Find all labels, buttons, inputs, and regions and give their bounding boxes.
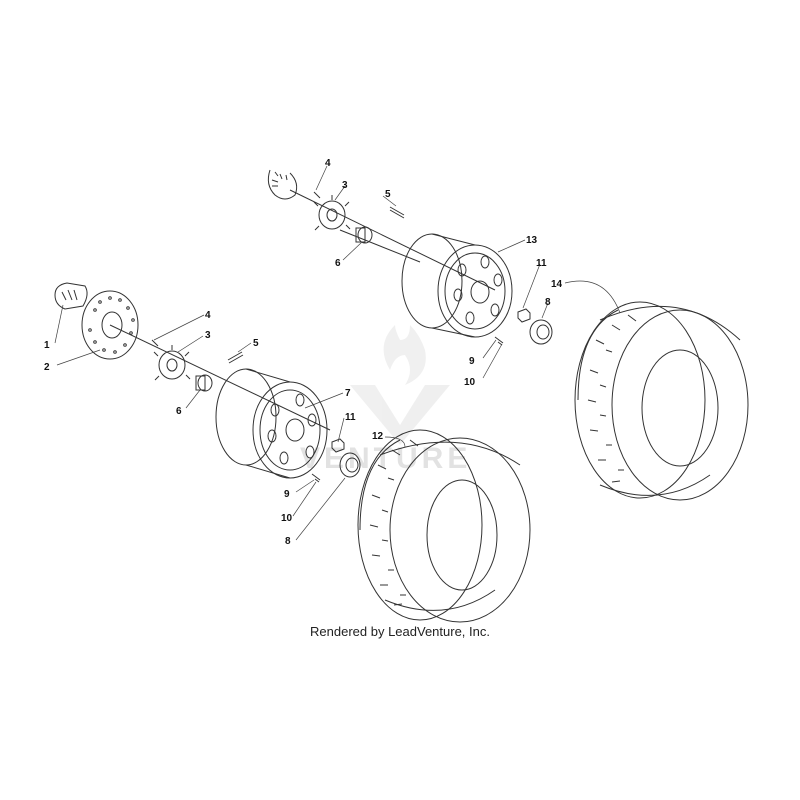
render-credit: Rendered by LeadVenture, Inc. xyxy=(310,624,490,639)
callout-10-lower: 10 xyxy=(281,513,293,524)
castle-nut-upper xyxy=(355,226,373,244)
stud-lower xyxy=(151,339,159,347)
callout-8-upper: 8 xyxy=(545,297,551,308)
brake-disc xyxy=(81,290,139,360)
lug-nut-lower xyxy=(331,438,345,453)
callout-11-lower: 11 xyxy=(345,412,356,423)
callout-7: 7 xyxy=(345,388,351,399)
lug-nut-upper xyxy=(517,308,531,323)
hub-lower xyxy=(153,345,191,381)
axle-line-upper xyxy=(289,189,496,291)
tire-14 xyxy=(574,301,749,501)
callout-12: 12 xyxy=(372,431,384,442)
callout-6-upper: 6 xyxy=(335,258,341,269)
watermark-logo xyxy=(350,325,450,445)
callout-9-lower: 9 xyxy=(284,489,290,500)
castle-nut-lower xyxy=(195,374,213,392)
tire-12 xyxy=(357,429,531,623)
callout-2: 2 xyxy=(44,362,50,373)
hub-cap-upper xyxy=(529,319,553,345)
callout-11-upper: 11 xyxy=(536,258,547,269)
cotter-pin-lower xyxy=(227,351,244,364)
callout-10-upper: 10 xyxy=(464,377,476,388)
valve-stem-lower xyxy=(311,473,321,483)
callout-14: 14 xyxy=(551,279,563,290)
cotter-pin-upper xyxy=(389,206,405,219)
brake-caliper xyxy=(54,282,88,310)
wheel-rim-lower xyxy=(215,368,328,479)
callout-13: 13 xyxy=(526,235,538,246)
watermark-text: VENTURE xyxy=(300,442,471,475)
callout-5-upper: 5 xyxy=(385,189,391,200)
callout-5-lower: 5 xyxy=(253,338,259,349)
callout-3-upper: 3 xyxy=(342,180,348,191)
axle-line-lower xyxy=(109,324,331,431)
leader-lines xyxy=(54,165,621,541)
callout-8-lower: 8 xyxy=(285,536,291,547)
callout-1: 1 xyxy=(44,340,50,351)
callout-3-lower: 3 xyxy=(205,330,211,341)
callout-9-upper: 9 xyxy=(469,356,475,367)
hub-upper xyxy=(313,195,351,231)
stud-upper xyxy=(313,191,321,199)
knuckle-upper xyxy=(267,169,298,200)
valve-stem-upper xyxy=(494,336,504,346)
callout-4-upper: 4 xyxy=(325,158,331,169)
callout-4-lower: 4 xyxy=(205,310,211,321)
hub-cap-lower xyxy=(339,452,361,478)
wheel-rim-upper xyxy=(401,233,513,338)
callout-labels: 4 3 5 6 13 11 14 8 9 10 1 2 4 3 5 6 7 11… xyxy=(44,158,563,547)
callout-6-lower: 6 xyxy=(176,406,182,417)
axle-shaft-upper xyxy=(339,229,421,263)
